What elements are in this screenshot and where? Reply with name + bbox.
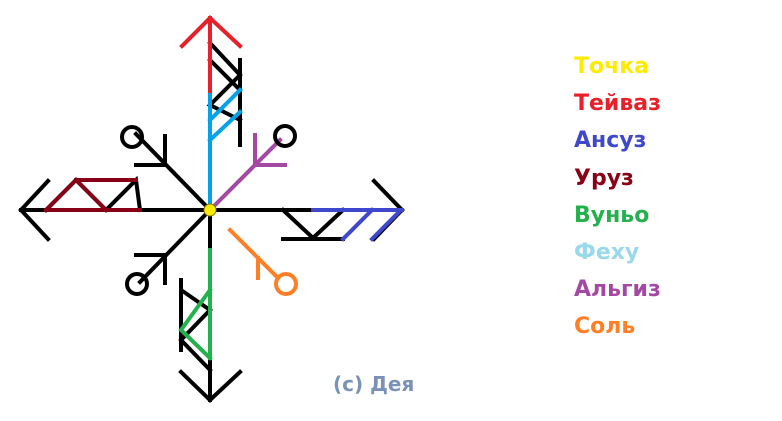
legend-item-ansuz: Ансуз [574,128,647,154]
legend-item-fehu: Феху [574,239,640,265]
ansuz-rune [311,207,404,242]
algiz-rune [207,133,287,213]
legend-item-algiz: Альгиз [574,277,661,303]
tochka-point [203,203,217,217]
legend-item-teiwaz: Тейваз [574,91,661,117]
fehu-rune [207,87,243,212]
wunjo-rune [178,248,213,361]
legend-item-uruz: Уруз [574,165,634,191]
legend-item-wunjo: Вуньо [574,202,650,228]
legend-item-tochka: Точка [574,54,650,79]
teiwaz-rune [179,15,243,97]
copyright-text: (c) Дея [333,372,415,396]
legend-item-sowilo: Соль [574,314,636,340]
legend: Точка Тейваз Ансуз Уруз Вуньо Феху Альги… [574,48,661,346]
uruz-rune [43,177,142,213]
black-circles [120,124,297,296]
sowilo-rune [227,227,298,296]
